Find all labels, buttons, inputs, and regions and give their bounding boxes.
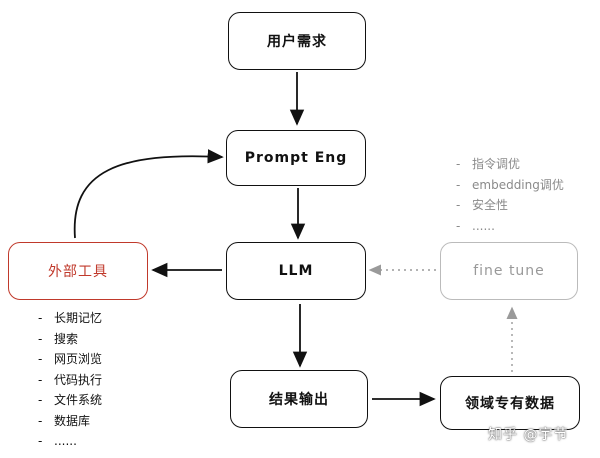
list-item: -指令调优	[456, 157, 521, 171]
list-item: -安全性	[456, 198, 509, 212]
list-item: -长期记忆	[38, 311, 103, 325]
list-item: -......	[38, 434, 77, 448]
external-tools-list: -长期记忆 -搜索 -网页浏览 -代码执行 -文件系统 -数据库 -......	[38, 308, 102, 452]
fine-tune-list: -指令调优 -embedding调优 -安全性 -......	[456, 154, 564, 236]
external-tools-label: 外部工具	[48, 264, 108, 280]
list-item: -网页浏览	[38, 352, 103, 366]
list-item: -......	[456, 218, 495, 233]
result-output-label: 结果输出	[269, 392, 329, 408]
list-item: -数据库	[38, 413, 91, 428]
prompt-eng-label: Prompt Eng	[244, 150, 348, 166]
fine-tune-node: fine tune	[440, 242, 578, 300]
fine-tune-label: fine tune	[473, 263, 545, 279]
external-tools-node: 外部工具	[8, 242, 148, 300]
arrow-tools-to-prompt	[73, 149, 224, 239]
list-item: -代码执行	[38, 372, 103, 387]
watermark: 知乎 @宇节	[488, 427, 569, 443]
result-output-node: 结果输出	[230, 370, 368, 428]
domain-data-label: 领域专有数据	[465, 396, 555, 412]
list-item: -搜索	[38, 331, 79, 346]
list-item: -embedding调优	[456, 177, 564, 192]
user-needs-label: 用户需求	[267, 34, 327, 50]
llm-label: LLM	[278, 263, 314, 279]
domain-data-node: 领域专有数据	[440, 376, 580, 430]
llm-node: LLM	[226, 242, 366, 300]
list-item: -文件系统	[38, 393, 103, 407]
prompt-eng-node: Prompt Eng	[226, 130, 366, 186]
user-needs-node: 用户需求	[228, 12, 366, 70]
